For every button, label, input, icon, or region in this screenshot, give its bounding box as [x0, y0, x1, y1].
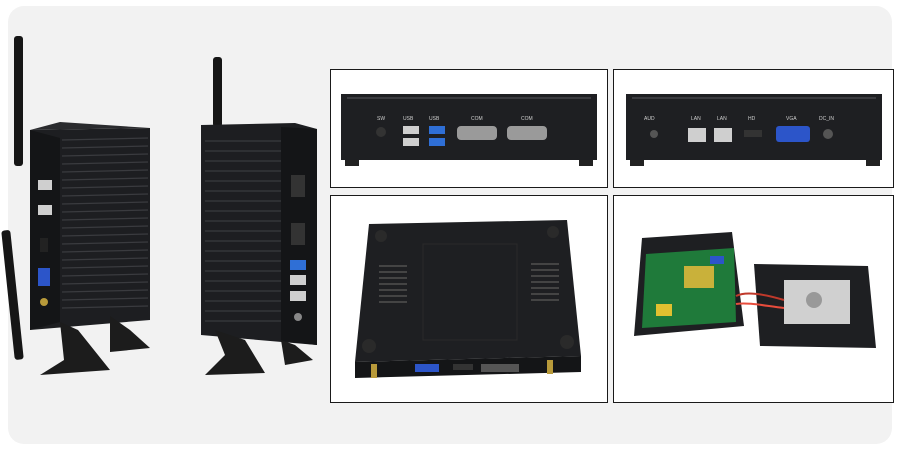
screw-hole-icon [362, 339, 376, 353]
screw-hole-icon [375, 230, 387, 242]
label-usb-a: USB [403, 116, 414, 122]
photo-rear-panel: AUD LAN LAN HD VGA DC_IN [613, 69, 894, 188]
vga-port-side [38, 268, 50, 286]
antenna-icon [14, 36, 23, 166]
label-hd: HD [748, 116, 756, 122]
label-dc-in: DC_IN [819, 116, 834, 122]
photo-front-panel: SW USB USB COM COM [330, 69, 608, 188]
mini-pc-standing-right [201, 57, 317, 375]
label-com-a: COM [471, 116, 483, 122]
mini-pc-standing-left [1, 36, 150, 375]
label-aud: AUD [644, 116, 655, 122]
label-lan-b: LAN [717, 116, 727, 122]
label-vga: VGA [786, 116, 797, 122]
fan-vent-icon [379, 263, 559, 303]
screw-hole-icon [547, 226, 559, 238]
antenna-icon [213, 57, 222, 127]
photo-bottom-view [330, 195, 608, 403]
label-lan-a: LAN [691, 116, 701, 122]
antenna-icon [1, 230, 24, 360]
photo-internal-view [613, 195, 894, 403]
screw-hole-icon [560, 335, 574, 349]
label-sw: SW [377, 116, 385, 122]
label-usb-b: USB [429, 116, 440, 122]
label-com-b: COM [521, 116, 533, 122]
